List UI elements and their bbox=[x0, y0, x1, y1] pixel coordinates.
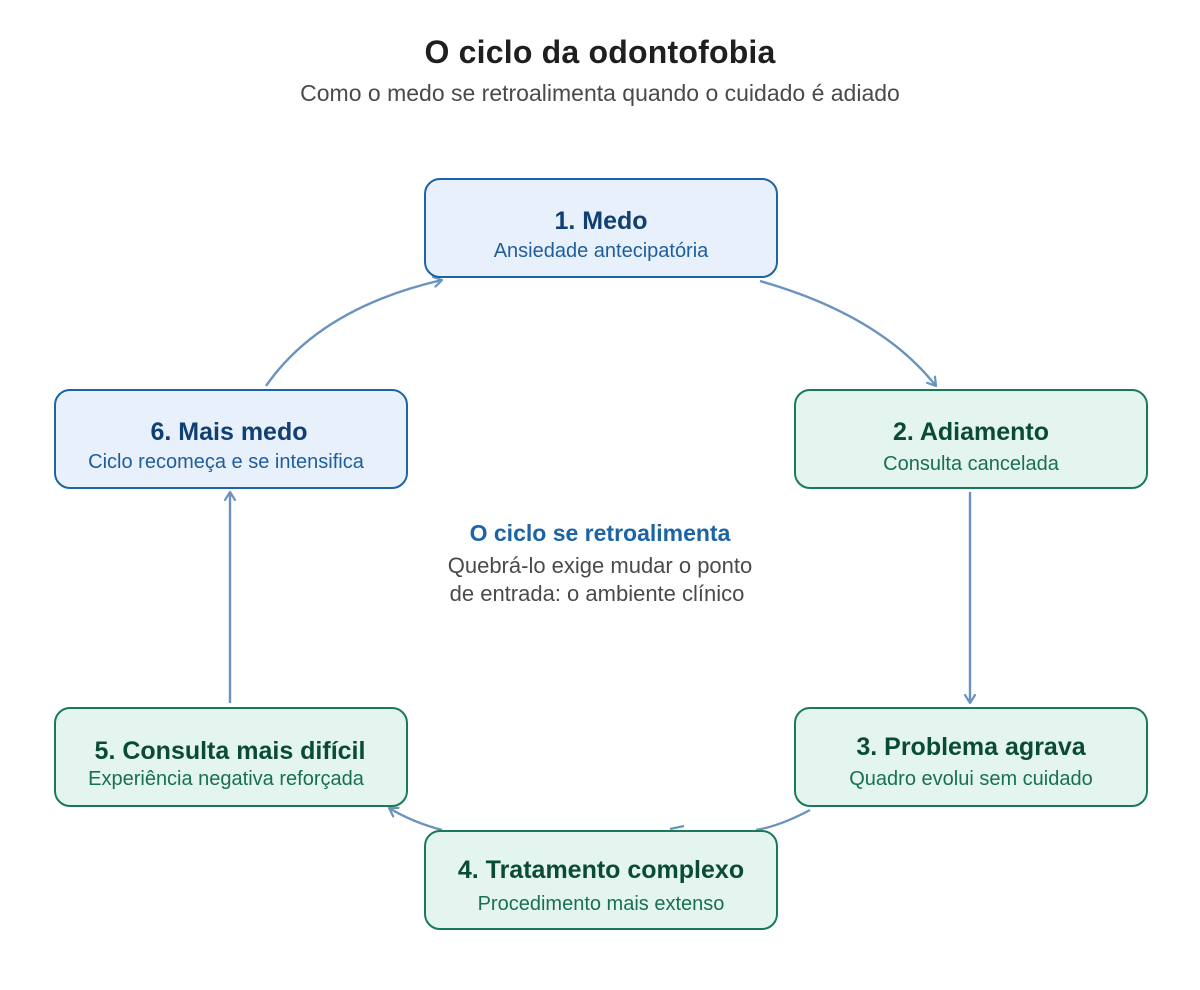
node-title: 2. Adiamento bbox=[892, 418, 1050, 446]
node-subtitle: Procedimento mais extenso bbox=[477, 893, 725, 915]
node-title: 6. Mais medo bbox=[150, 418, 308, 446]
cycle-node-tratamento-complexo: 4. Tratamento complexo Procedimento mais… bbox=[424, 830, 778, 930]
cycle-node-medo: 1. Medo Ansiedade antecipatória bbox=[424, 178, 778, 278]
node-subtitle: Quadro evolui sem cuidado bbox=[849, 768, 1093, 790]
node-title: 5. Consulta mais difícil bbox=[94, 737, 366, 765]
center-text-line-2: de entrada: o ambiente clínico bbox=[449, 581, 745, 606]
center-text-line-1: Quebrá-lo exige mudar o ponto bbox=[447, 553, 753, 578]
cycle-node-consulta-mais-dificil: 5. Consulta mais difícil Experiência neg… bbox=[54, 707, 408, 807]
diagram-subtitle: Como o medo se retroalimenta quando o cu… bbox=[300, 80, 900, 106]
cycle-node-mais-medo: 6. Mais medo Ciclo recomeça e se intensi… bbox=[54, 389, 408, 489]
diagram-title: O ciclo da odontofobia bbox=[424, 34, 776, 70]
node-title: 1. Medo bbox=[554, 207, 648, 235]
node-title: 3. Problema agrava bbox=[856, 733, 1086, 761]
cycle-node-problema-agrava: 3. Problema agrava Quadro evolui sem cui… bbox=[794, 707, 1148, 807]
arrow-3-to-4-tick bbox=[669, 824, 685, 831]
node-subtitle: Experiência negativa reforçada bbox=[88, 768, 364, 790]
arrow-6-to-1 bbox=[265, 280, 442, 387]
arrow-3-to-4 bbox=[755, 808, 811, 832]
node-title: 4. Tratamento complexo bbox=[457, 856, 745, 884]
node-subtitle: Consulta cancelada bbox=[883, 453, 1059, 475]
node-subtitle: Ciclo recomeça e se intensifica bbox=[88, 451, 364, 473]
arrow-4-to-5 bbox=[389, 808, 443, 832]
cycle-node-adiamento: 2. Adiamento Consulta cancelada bbox=[794, 389, 1148, 489]
arrow-1-to-2 bbox=[759, 279, 936, 386]
node-subtitle: Ansiedade antecipatória bbox=[493, 240, 709, 262]
center-heading: O ciclo se retroalimenta bbox=[469, 520, 731, 546]
